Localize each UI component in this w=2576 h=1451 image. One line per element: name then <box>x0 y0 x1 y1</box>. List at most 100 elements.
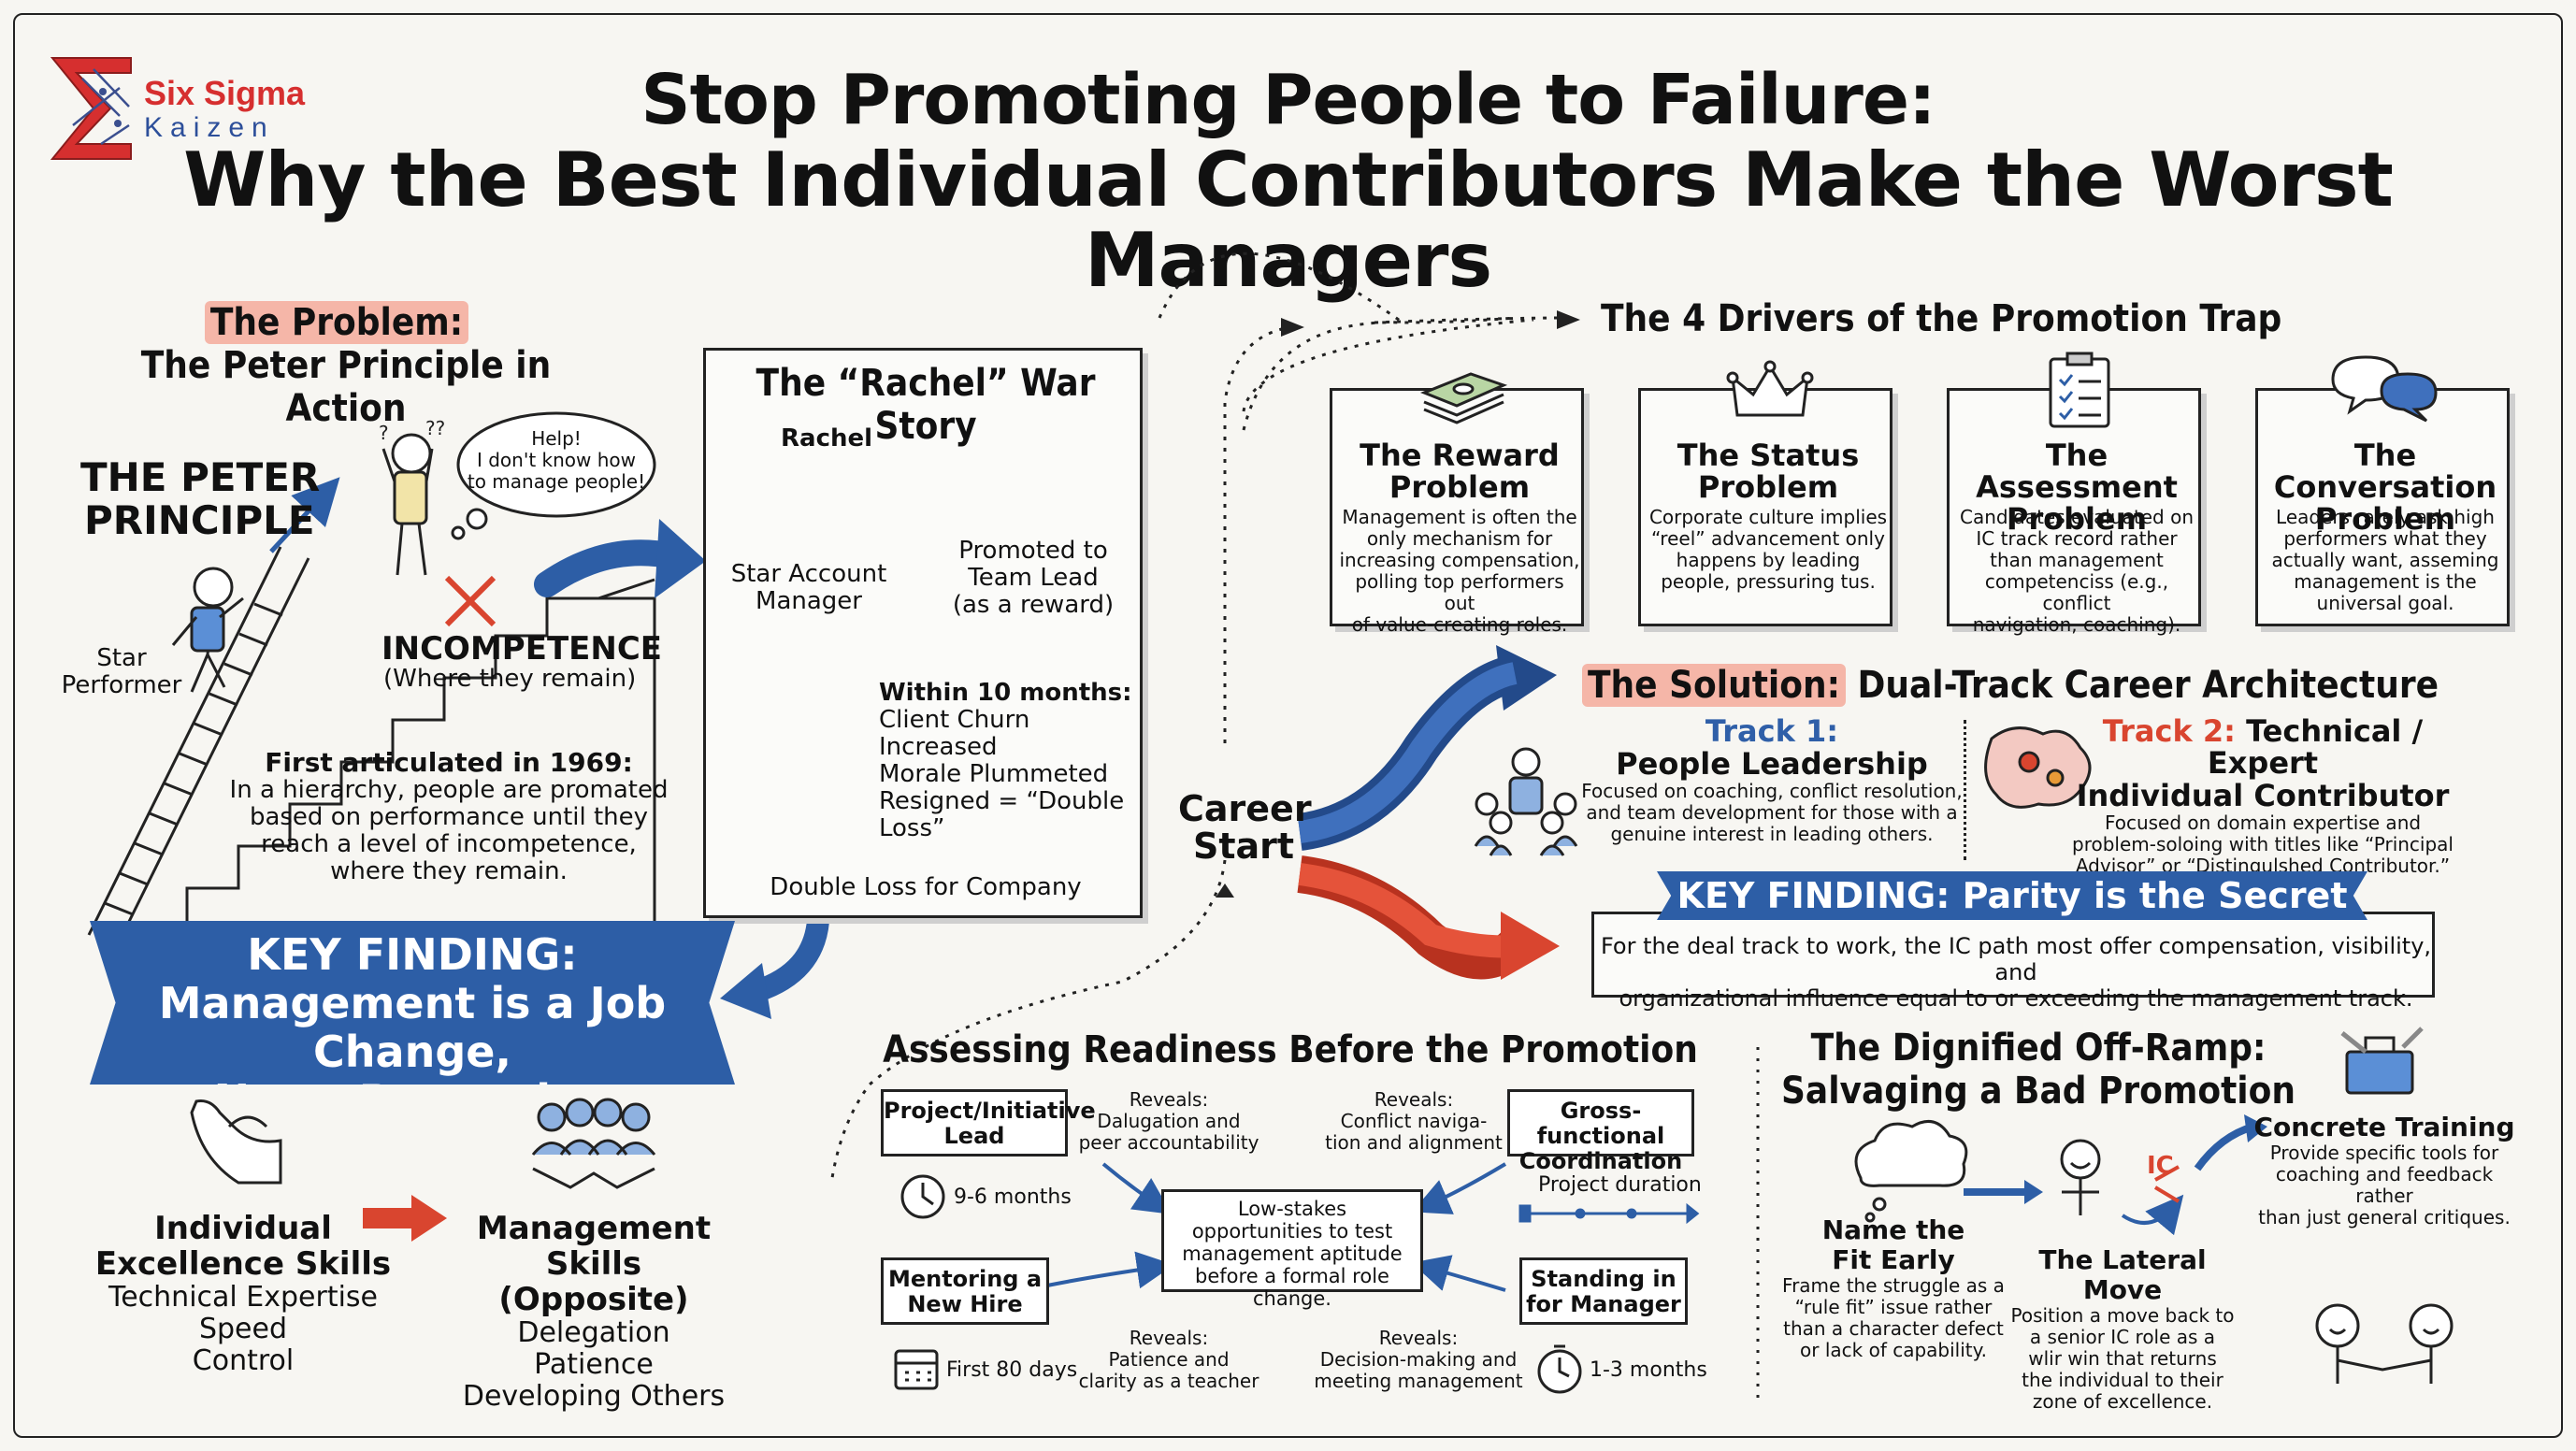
driver-card-assessment: The Assessment Problem Candidates evalua… <box>1947 352 2201 636</box>
key-finding-right-line2: organizational influence equal to or exc… <box>1619 985 2413 1012</box>
box-line: Project/Initiative <box>884 1098 1096 1124</box>
reveals-line: Reveals: <box>1129 1088 1209 1111</box>
track1-title: People Leadership <box>1616 746 1928 782</box>
ind-skills-title2: Excellence Skills <box>94 1245 392 1283</box>
solution-title: Dual-Track Career Architecture <box>1845 664 2439 707</box>
thought-bubble <box>451 411 656 540</box>
track-divider <box>1964 720 1966 860</box>
readiness-mentoring-box: Mentoring a New Hire <box>881 1257 1049 1325</box>
center-line: management aptitude <box>1182 1243 1403 1265</box>
problem-heading: The Problem: <box>75 301 598 344</box>
career-start-line2: Start <box>1192 826 1295 867</box>
track1-desc-line: Focused on coaching, conflict resolution… <box>1581 780 1963 802</box>
ic-label: IC <box>2147 1152 2174 1180</box>
svg-text:?: ? <box>379 422 389 444</box>
desc-line: Leaders rarely ask high <box>2276 506 2495 528</box>
page-title-line2: Why the Best Individual Contributors Mak… <box>183 136 2394 304</box>
offramp-step3: Concrete Training Provide specific tools… <box>2244 1113 2525 1228</box>
ind-skill-item: Control <box>192 1344 295 1377</box>
readiness-project-time: 9-6 months <box>954 1185 1072 1209</box>
readiness-mentoring-reveals: Reveals: Patience and clarity as a teach… <box>1075 1328 1262 1392</box>
clock-icon <box>900 1174 945 1219</box>
mgmt-skill-item: Delegation <box>517 1316 670 1349</box>
track1-desc-line: and team development for those with a <box>1586 801 1958 824</box>
star-performer-label: Star Performer <box>56 645 187 699</box>
readiness-standing-in-box: Standing in for Manager <box>1519 1257 1688 1325</box>
rachel-war-story-box: The “Rachel” War Story Rachel Star Accou… <box>703 348 1143 918</box>
track2: Track 2: Technical / Expert Individual C… <box>2057 715 2468 877</box>
drivers-title: The 4 Drivers of the Promotion Trap <box>1601 297 2282 340</box>
flexed-arm-icon <box>190 1099 282 1185</box>
box-line: Standing in <box>1531 1266 1677 1292</box>
key-finding-right-text: For the deal track to work, the IC path … <box>1594 933 2438 1012</box>
step3-desc-line: Provide specific tools for <box>2269 1142 2499 1164</box>
people-leadership-icon <box>1474 747 1578 856</box>
rachel-promoted: Promoted to Team Lead (as a reward) <box>940 538 1127 619</box>
desc-line: Corporate culture implies <box>1648 506 1888 528</box>
thought-bubble-text: Help! I don't know how to manage people! <box>463 428 650 493</box>
result-morale: Morale Plummeted <box>879 760 1109 788</box>
brain-gears-icon <box>1984 726 2092 809</box>
money-stack-icon <box>1415 365 1508 424</box>
mgmt-skill-item: Developing Others <box>462 1380 726 1413</box>
rachel-role-line2: Manager <box>756 587 862 615</box>
step3-desc-line: than just general critiques. <box>2258 1206 2511 1228</box>
driver-card-status: The Status Problem Corporate culture imp… <box>1638 360 1895 626</box>
driver-title-line2: Problem <box>2314 501 2456 537</box>
readiness-title: Assessing Readiness Before the Promotion <box>883 1028 1698 1071</box>
reveals-line: peer accountability <box>1078 1131 1259 1154</box>
step1-desc-line: or lack of capability. <box>1800 1339 1987 1361</box>
readiness-crossfunctional-box: Gross-functional Coordination <box>1507 1089 1694 1174</box>
offramp-title-line1: The Dignified Off-Ramp: <box>1810 1027 2267 1070</box>
desc-line: only mechanism for <box>1366 527 1553 550</box>
promoted-line1: Promoted to <box>958 537 1108 565</box>
thought-line2: I don't know how <box>476 449 637 471</box>
result-resigned: Resigned = “Double Loss” <box>879 787 1125 842</box>
result-churn: Client Churn Increased <box>879 706 1030 761</box>
driver-card-conversation: The Conversation Problem Leaders rarely … <box>2255 355 2510 626</box>
driver-title-line2: Problem <box>1697 469 1839 505</box>
management-skills: Management Skills (Opposite) Delegation … <box>439 1211 748 1413</box>
driver-title-line1: The Assessment <box>1976 438 2178 505</box>
desc-line: management is the <box>2294 570 2477 593</box>
dotted-path-to-title <box>1242 316 1516 431</box>
driver-reward-desc: Management is often the only mechanism f… <box>1338 507 1581 636</box>
reveals-line: Reveals: <box>1374 1088 1454 1111</box>
desc-line: polling top performers out <box>1355 570 1564 614</box>
incompetence-x-icon <box>444 575 496 627</box>
desc-line: performers what they <box>2283 527 2487 550</box>
driver-reward-title: The Reward Problem <box>1332 439 1587 503</box>
center-line: before a formal role change. <box>1195 1265 1389 1310</box>
individual-skills: Individual Excellence Skills Technical E… <box>94 1211 393 1377</box>
box-line: Gross-functional <box>1536 1098 1665 1149</box>
rachel-title: The “Rachel” War Story <box>756 362 1096 448</box>
handshake-people-icon <box>2315 1303 2454 1384</box>
mgmt-skills-title2: (Opposite) <box>498 1281 689 1318</box>
logo: Six Sigma Kaizen <box>45 50 335 163</box>
reveals-line: meeting management <box>1314 1370 1523 1392</box>
reveals-line: Reveals: <box>1129 1327 1209 1349</box>
reveals-line: Patience and <box>1108 1348 1230 1371</box>
track1-label: Track 1: <box>1705 713 1839 749</box>
box-line: Lead <box>943 1123 1005 1149</box>
step1-title2: Fit Early <box>1832 1244 1955 1275</box>
desc-line1: First articulated in 1969: <box>265 747 633 778</box>
dotted-path-to-drivers <box>1223 325 1291 743</box>
driver-status-title: The Status Problem <box>1641 439 1895 503</box>
readiness-standing-in-reveals: Reveals: Decision-making and meeting man… <box>1311 1328 1526 1392</box>
driver-title-line1: The Conversation <box>2273 438 2497 505</box>
reveals-line: tion and alignment <box>1325 1131 1503 1154</box>
desc-line2: In a hierarchy, people are promated <box>229 776 669 804</box>
readiness-project-lead-box: Project/Initiative Lead <box>881 1089 1096 1156</box>
logo-text-line2: Kaizen <box>144 112 275 143</box>
desc-line: “reel” advancement only <box>1651 527 1885 550</box>
rachel-to-keyfinding-arrow <box>753 919 829 1002</box>
desc-line: Management is often the <box>1342 506 1577 528</box>
readiness-center-box: Low-stakes opportunities to test managem… <box>1161 1189 1423 1310</box>
driver-title-line2: Problem <box>2006 501 2148 537</box>
peter-principle-line1: THE PETER <box>80 454 321 500</box>
ladder-icon <box>87 546 310 947</box>
box-line: Mentoring a <box>887 1266 1043 1292</box>
solution-label: The Solution: <box>1582 664 1846 707</box>
star-label-line2: Performer <box>61 671 182 699</box>
